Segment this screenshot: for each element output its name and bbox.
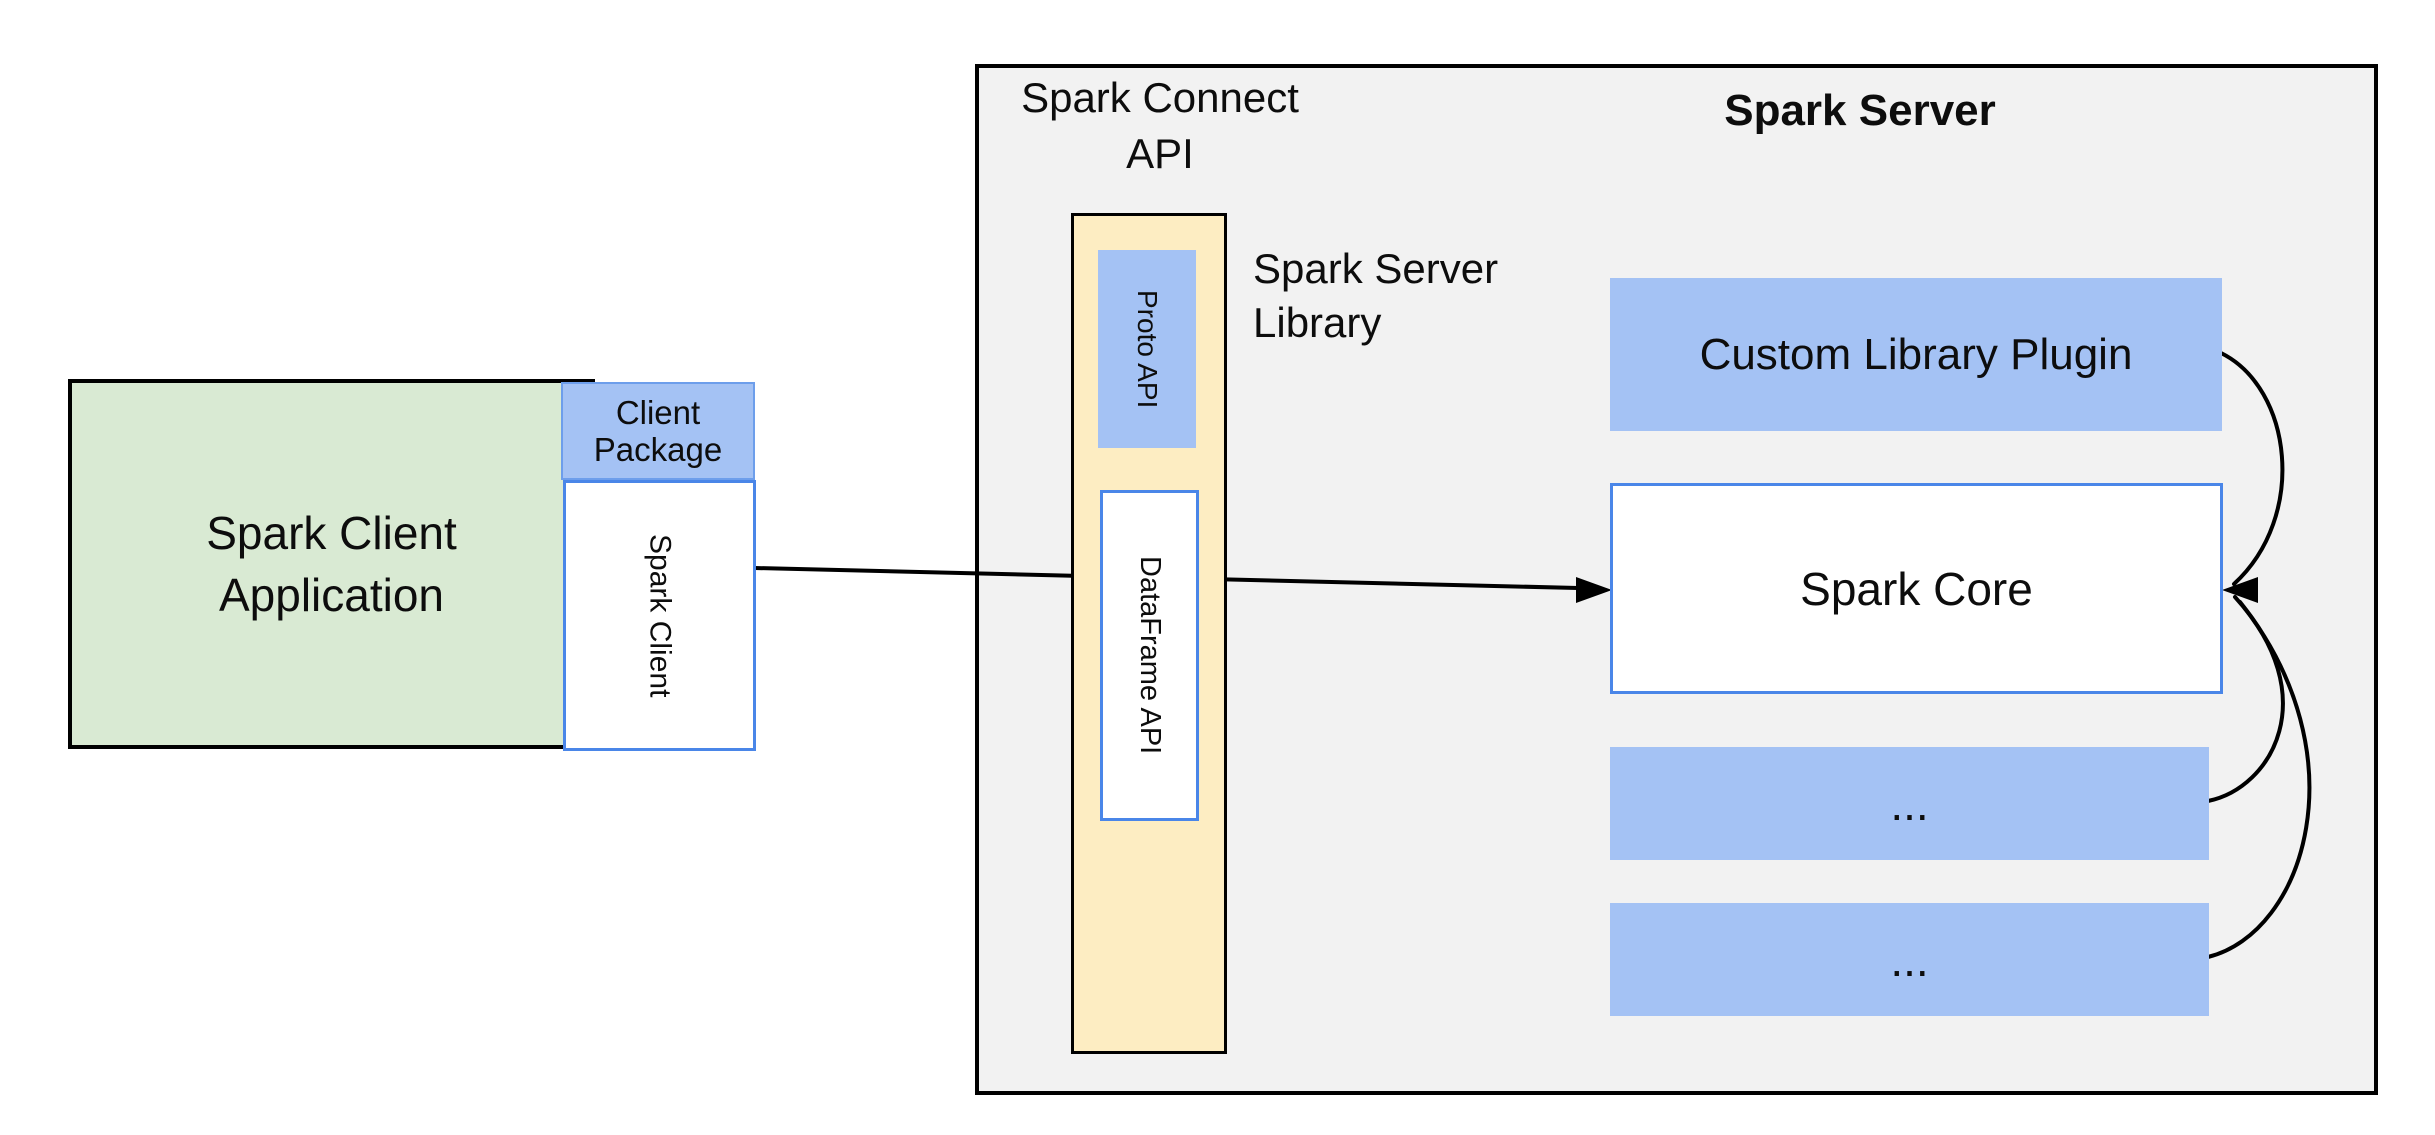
dataframe-api-label: DataFrame API	[1134, 556, 1166, 755]
client-package-box: Client Package	[561, 382, 755, 480]
right-arrowhead-icon	[1576, 577, 1612, 603]
spark-server-title: Spark Server	[1724, 86, 1996, 135]
custom-library-plugin-box: Custom Library Plugin	[1610, 278, 2222, 431]
proto-api-box: Proto API	[1098, 250, 1196, 448]
spark-client-application-box: Spark Client Application	[68, 379, 595, 749]
plugin-slot-2-box: ...	[1610, 903, 2209, 1016]
slot2-to-core-curve	[2206, 600, 2312, 959]
spark-connect-api-label: Spark Connect API	[1021, 74, 1299, 177]
spark-client-box: Spark Client	[563, 480, 756, 751]
spark-core-label: Spark Core	[1800, 562, 2033, 615]
plugin-slot-1-label: ...	[1890, 777, 1929, 830]
dataframe-api-box: DataFrame API	[1100, 490, 1199, 821]
spark-core-box: Spark Core	[1610, 483, 2223, 694]
plugin-slot-1-box: ...	[1610, 747, 2209, 860]
plugin-slot-2-label: ...	[1890, 933, 1929, 986]
custom-library-plugin-label: Custom Library Plugin	[1699, 329, 2133, 379]
plugin-to-core-curve	[2219, 351, 2285, 586]
left-arrowhead-icon	[2222, 577, 2258, 603]
client-package-label: Client Package	[593, 394, 723, 468]
spark-server-library-label: Spark Server Library	[1253, 245, 1499, 346]
spark-client-application-label: Spark Client Application	[206, 507, 457, 621]
proto-api-label: Proto API	[1132, 289, 1163, 409]
spark-client-label: Spark Client	[643, 533, 677, 698]
